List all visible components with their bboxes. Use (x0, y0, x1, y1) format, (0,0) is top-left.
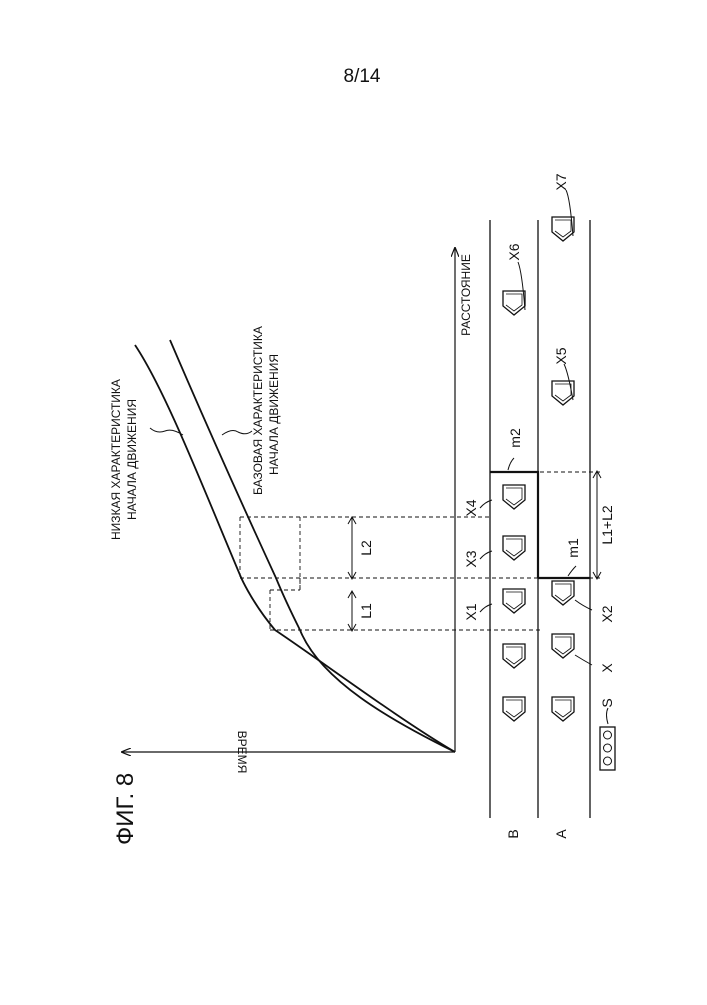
interval-l2 (348, 517, 356, 579)
interval-l1-l2-label: L1+L2 (599, 505, 615, 545)
vehicle-x7-label: X7 (553, 173, 569, 190)
traffic-signal (600, 708, 615, 770)
vehicle-x2 (552, 581, 574, 605)
road (490, 220, 590, 818)
vehicle-x3-label: X3 (463, 550, 479, 567)
figure-label: ФИГ. 8 (112, 773, 139, 845)
base-curve-leader (222, 431, 252, 435)
interval-l1-label: L1 (358, 603, 374, 619)
vehicle-x6 (503, 291, 525, 315)
vehicle-x5 (552, 381, 574, 405)
low-curve-label-line1: НИЗКАЯ ХАРАКТЕРИСТИКА (109, 379, 123, 540)
lane-a-label: A (553, 829, 569, 839)
vehicle-x-label: X (599, 663, 615, 673)
vehicle-a-rear (552, 697, 574, 721)
marker-m1-label: m1 (565, 538, 581, 558)
distance-axis-label: РАССТОЯНИЕ (459, 254, 473, 336)
vehicle-x4 (503, 485, 525, 509)
vehicle-x5-label: X5 (553, 347, 569, 364)
interval-l2-label: L2 (358, 540, 374, 556)
lane-b-label: B (505, 829, 521, 838)
low-curve-label-line2: НАЧАЛА ДВИЖЕНИЯ (125, 399, 139, 520)
time-axis-label: ВРЕМЯ (235, 731, 249, 774)
page-number: 8/14 (344, 66, 381, 87)
vehicle-x3 (503, 536, 525, 560)
vehicle-x1-label: X1 (463, 603, 479, 620)
interval-l1 (348, 591, 356, 631)
vehicle-x2-label: X2 (599, 605, 615, 622)
signal-label: S (599, 698, 615, 707)
vehicle-b-second (503, 644, 525, 668)
marker-m1 (538, 566, 590, 578)
vehicle-x6-label: X6 (506, 243, 522, 260)
projection-lines (240, 472, 600, 630)
vehicle-x4-label: X4 (463, 499, 479, 516)
vehicle-x1 (503, 589, 525, 613)
vehicle-b-rear (503, 697, 525, 721)
vehicle-x (552, 634, 574, 658)
base-curve-label-line1: БАЗОВАЯ ХАРАКТЕРИСТИКА (251, 326, 265, 495)
vehicle-x7 (552, 217, 574, 241)
vehicle-leaders (480, 190, 592, 665)
base-start-characteristic-curve (170, 340, 455, 752)
marker-m2-label: m2 (507, 428, 523, 448)
base-curve-label-line2: НАЧАЛА ДВИЖЕНИЯ (267, 354, 281, 475)
low-start-characteristic-curve (135, 345, 455, 752)
